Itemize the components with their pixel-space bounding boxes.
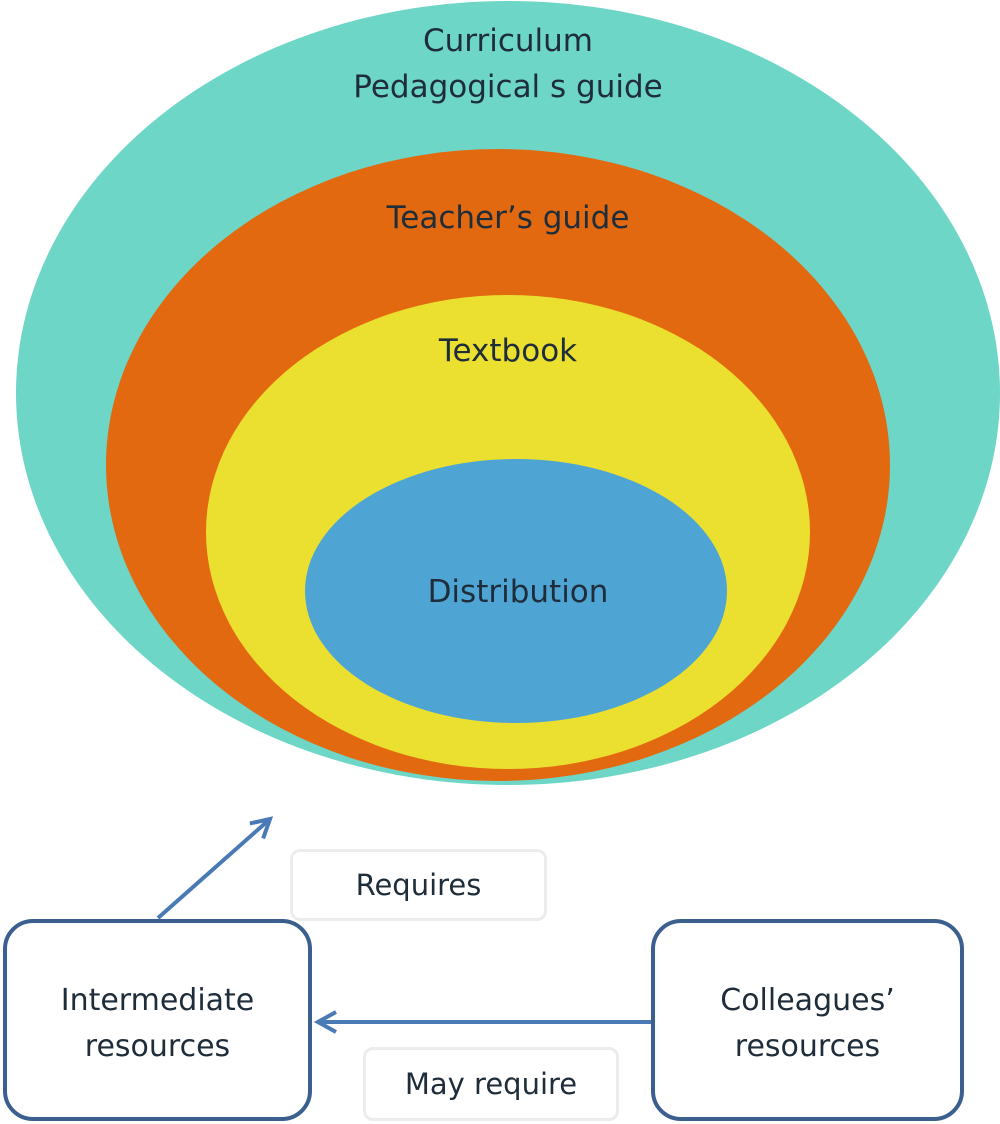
requires-label: Requires (290, 849, 547, 921)
distribution-label: Distribution (318, 569, 718, 615)
requires-arrow (156, 819, 270, 920)
distribution-label-line-1: Distribution (427, 574, 609, 610)
colleagues-resources-line-2: resources (734, 1029, 881, 1064)
curriculum-label: Curriculum Pedagogical s guide (308, 18, 708, 110)
intermediate-resources-line-2: resources (84, 1029, 231, 1064)
teachers-guide-label: Teacher’s guide (308, 195, 708, 241)
curriculum-label-line-2: Pedagogical s guide (353, 69, 663, 105)
textbook-label: Textbook (308, 328, 708, 374)
textbook-label-line-1: Textbook (438, 333, 578, 369)
intermediate-resources-line-1: Intermediate (60, 983, 255, 1018)
may-require-label: May require (363, 1047, 619, 1121)
teachers-guide-label-line-1: Teacher’s guide (386, 200, 630, 236)
colleagues-resources-line-1: Colleagues’ (720, 983, 895, 1018)
curriculum-label-line-1: Curriculum (422, 23, 593, 59)
colleagues-resources-box (651, 919, 964, 1121)
distribution-ellipse (305, 459, 727, 723)
intermediate-resources-box (3, 919, 312, 1121)
intermediate-resources-label: Intermediate resources (5, 978, 310, 1070)
colleagues-resources-label: Colleagues’ resources (653, 978, 962, 1070)
